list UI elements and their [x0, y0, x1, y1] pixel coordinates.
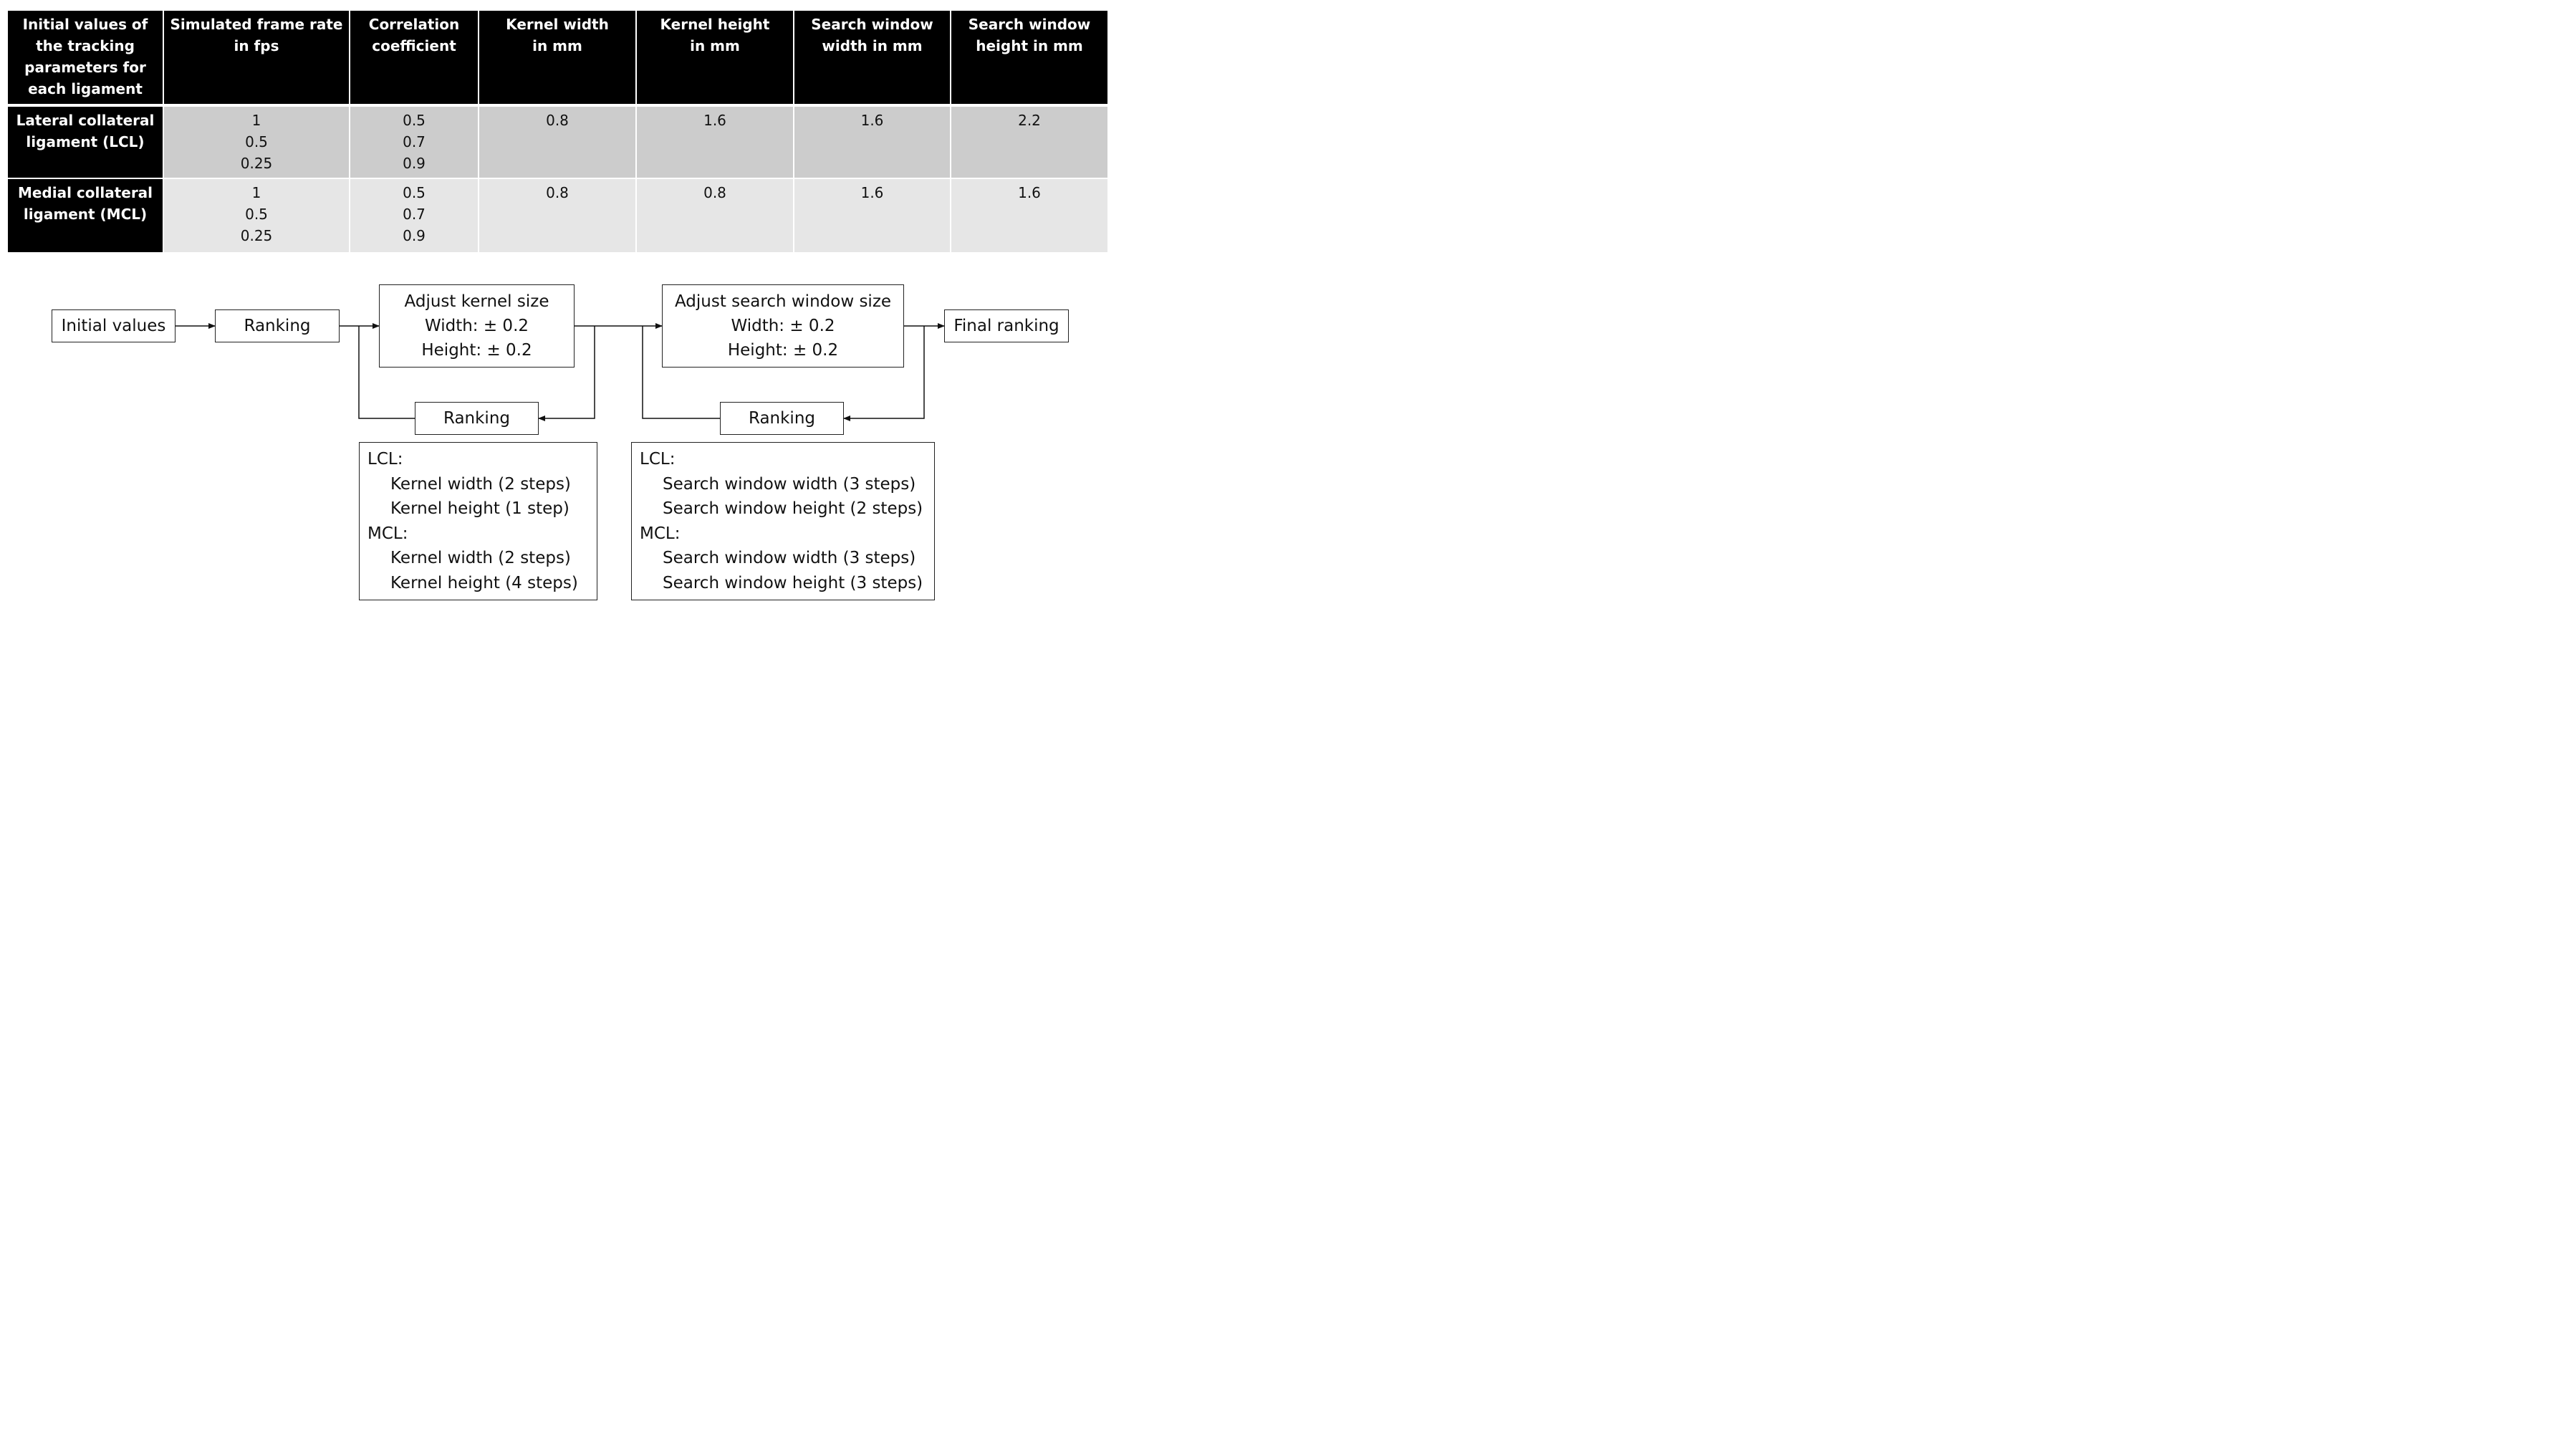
final-ranking-label: Final ranking: [953, 317, 1059, 335]
search-ranking-box: Ranking: [720, 402, 844, 435]
note-mcl-heading: MCL:: [367, 524, 408, 543]
note-lcl-heading: LCL:: [640, 450, 676, 469]
adjust-kernel-height: Height: ± 0.2: [421, 341, 532, 360]
cell-search-height: 1.6: [951, 179, 1107, 252]
ranking-label: Ranking: [244, 317, 311, 335]
header-search-width: Search window width in mm: [794, 11, 951, 104]
cell-correlation: 0.5 0.7 0.9: [350, 179, 479, 252]
note-item: Search window height (3 steps): [663, 573, 923, 592]
loop-ranking-to-kernel: [358, 326, 415, 419]
note-item: Search window width (3 steps): [663, 474, 916, 494]
cell-correlation: 0.5 0.7 0.9: [350, 107, 479, 178]
cell-kernel-height: 1.6: [637, 107, 794, 178]
loop-kernel-to-ranking: [538, 326, 595, 421]
note-mcl-heading: MCL:: [640, 524, 681, 543]
header-correlation: Correlation coefficient: [350, 11, 479, 104]
kernel-ranking-box: Ranking: [415, 402, 539, 435]
flow-connectors: [176, 323, 945, 421]
search-ranking-label: Ranking: [748, 409, 816, 428]
adjust-search-title: Adjust search window size: [674, 292, 892, 311]
cell-kernel-width: 0.8: [479, 179, 637, 252]
initial-values-label: Initial values: [61, 317, 166, 335]
note-item: Kernel width (2 steps): [390, 549, 571, 567]
note-item: Kernel height (1 step): [390, 499, 569, 518]
adjust-kernel-title: Adjust kernel size: [404, 292, 549, 311]
loop-search-to-ranking: [843, 326, 925, 421]
note-item: Search window width (3 steps): [663, 549, 916, 567]
cell-kernel-width: 0.8: [479, 107, 637, 178]
final-ranking-box: Final ranking: [944, 309, 1069, 342]
header-frame-rate: Simulated frame rate in fps: [164, 11, 350, 104]
search-window-steps-note: LCL: Search window width (3 steps) Searc…: [631, 442, 935, 600]
cell-frame-rate: 1 0.5 0.25: [164, 179, 350, 252]
row-label-mcl: Medial collateral ligament (MCL): [8, 179, 164, 252]
adjust-search-window-box: Adjust search window size Width: ± 0.2 H…: [662, 284, 904, 368]
note-item: Kernel width (2 steps): [390, 474, 571, 494]
adjust-search-width: Width: ± 0.2: [731, 317, 835, 335]
kernel-steps-note: LCL: Kernel width (2 steps) Kernel heigh…: [359, 442, 597, 600]
header-kernel-height: Kernel height in mm: [637, 11, 794, 104]
cell-frame-rate: 1 0.5 0.25: [164, 107, 350, 178]
cell-search-width: 1.6: [794, 107, 951, 178]
adjust-kernel-box: Adjust kernel size Width: ± 0.2 Height: …: [379, 284, 575, 368]
row-label-lcl: Lateral collateral ligament (LCL): [8, 107, 164, 178]
adjust-search-height: Height: ± 0.2: [727, 341, 839, 360]
table-header-row: Initial values of the tracking parameter…: [8, 11, 1107, 104]
table-row-lcl: Lateral collateral ligament (LCL) 1 0.5 …: [8, 107, 1107, 178]
kernel-ranking-label: Ranking: [443, 409, 511, 428]
note-item: Kernel height (4 steps): [390, 573, 578, 592]
ranking-box: Ranking: [215, 309, 340, 342]
initial-values-box: Initial values: [52, 309, 176, 342]
cell-kernel-height: 0.8: [637, 179, 794, 252]
header-initial-values: Initial values of the tracking parameter…: [8, 11, 164, 104]
note-lcl-heading: LCL:: [367, 450, 403, 469]
note-item: Search window height (2 steps): [663, 499, 923, 518]
header-kernel-width: Kernel width in mm: [479, 11, 637, 104]
cell-search-width: 1.6: [794, 179, 951, 252]
adjust-kernel-width: Width: ± 0.2: [424, 317, 529, 335]
loop-ranking-to-search: [642, 326, 720, 419]
header-search-height: Search window height in mm: [951, 11, 1107, 104]
table-row-mcl: Medial collateral ligament (MCL) 1 0.5 0…: [8, 179, 1107, 252]
cell-search-height: 2.2: [951, 107, 1107, 178]
